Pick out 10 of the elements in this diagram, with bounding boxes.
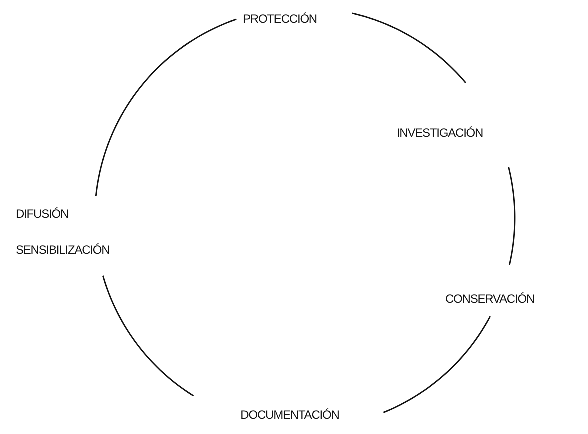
cycle-stage-label: CONSERVACIÓN — [438, 292, 542, 306]
cycle-stage-label: INVESTIGACIÓN — [388, 126, 492, 140]
cycle-stage-label: DOCUMENTACIÓN — [234, 408, 346, 422]
connector-arc — [95, 18, 237, 196]
connector-arc — [383, 316, 492, 414]
cycle-stage-label: PROTECCIÓN — [228, 12, 332, 26]
connector-arc — [102, 276, 194, 397]
connector-arc — [352, 12, 466, 84]
cycle-stage-label: DIFUSIÓN SENSIBILIZACIÓN — [16, 196, 138, 268]
connector-arc — [508, 167, 516, 266]
